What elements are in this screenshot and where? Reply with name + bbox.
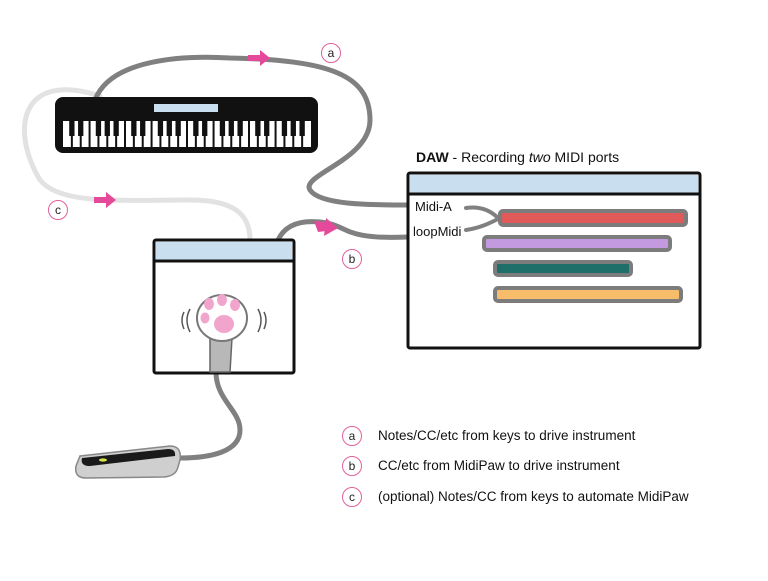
black-key (281, 121, 288, 136)
port-label-loopmidi: loopMidi (413, 224, 462, 239)
badge-b: b (342, 249, 362, 269)
keyboard-icon (55, 97, 318, 153)
black-key (299, 121, 305, 136)
black-key (237, 121, 243, 136)
black-key (113, 121, 119, 136)
legend-badge-b: b (342, 456, 362, 476)
black-key (193, 121, 199, 136)
legend-text-b: CC/etc from MidiPaw to drive instrument (378, 458, 620, 473)
black-key (290, 121, 296, 136)
black-key (131, 121, 137, 136)
black-key (78, 121, 84, 136)
cable-b (275, 219, 411, 243)
arrow-b-icon (314, 218, 338, 236)
black-key (228, 121, 234, 136)
black-key (219, 121, 226, 136)
legend-text-a: Notes/CC/etc from keys to drive instrume… (378, 428, 636, 443)
port-label-midi-a: Midi-A (415, 199, 452, 214)
daw-title-sep: - Recording (448, 149, 529, 165)
paw-icon (181, 294, 267, 373)
black-key (264, 121, 270, 136)
leap-motion-sensor-icon (74, 445, 182, 479)
arrow-c-icon (94, 192, 116, 208)
badge-c: c (48, 200, 68, 220)
badge-a: a (321, 43, 341, 63)
black-key (104, 121, 110, 136)
cable-c (21, 87, 253, 243)
legend-badge-c: c (342, 487, 362, 507)
black-key (166, 121, 172, 136)
black-key (255, 121, 261, 136)
legend-badge-a: a (342, 426, 362, 446)
daw-title-italic: two (528, 149, 551, 165)
black-key (157, 121, 164, 136)
daw-title-bold: DAW (416, 149, 449, 165)
cable-sensor (177, 369, 243, 461)
daw-window-icon (406, 171, 702, 350)
legend-text-c: (optional) Notes/CC from keys to automat… (378, 489, 689, 504)
daw-title-rest: MIDI ports (550, 149, 620, 165)
black-key (69, 121, 75, 136)
black-key (140, 121, 146, 136)
black-key (175, 121, 181, 136)
black-key (202, 121, 208, 136)
black-key (95, 121, 102, 136)
cable-a (92, 54, 411, 208)
arrow-a-icon (248, 50, 270, 66)
daw-title: DAW - Recording two MIDI ports (416, 149, 619, 165)
